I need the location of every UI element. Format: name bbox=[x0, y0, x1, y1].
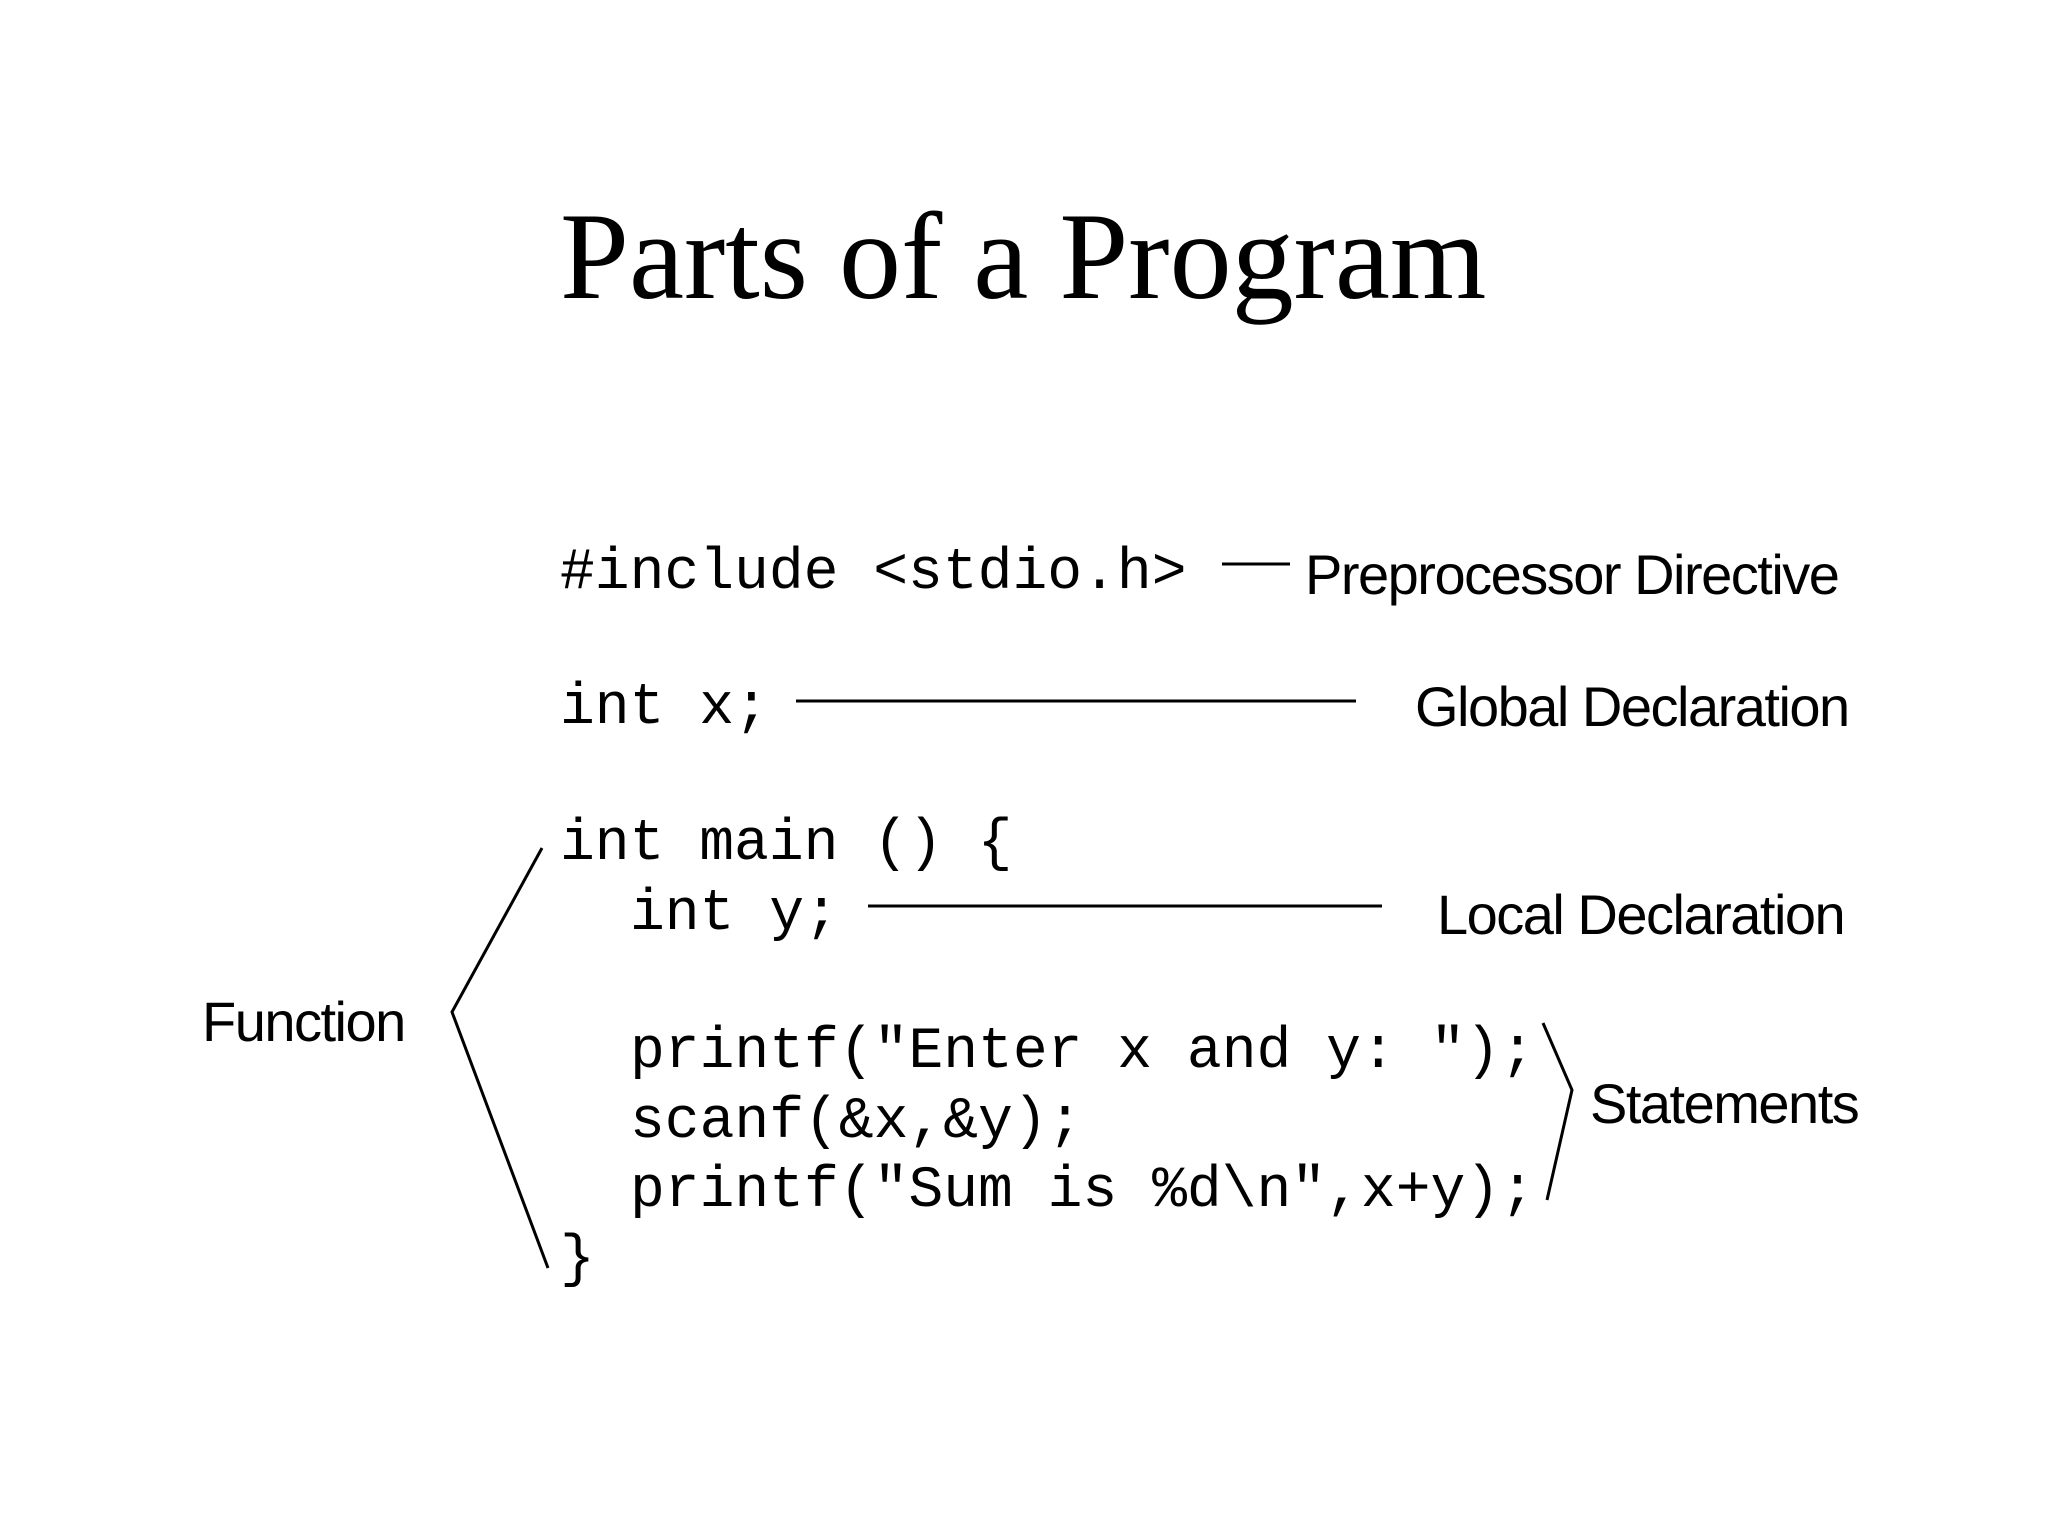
code-main-open-line: int main () { bbox=[560, 812, 1013, 877]
code-local-declaration-line: int y; bbox=[630, 882, 839, 947]
slide-title: Parts of a Program bbox=[560, 188, 1487, 325]
code-main-close-line: } bbox=[560, 1228, 595, 1293]
label-global-declaration: Global Declaration bbox=[1415, 675, 1850, 738]
code-printf-sum-line: printf("Sum is %d\n",x+y); bbox=[630, 1159, 1535, 1224]
code-printf-prompt-line: printf("Enter x and y: "); bbox=[630, 1020, 1535, 1085]
label-statements: Statements bbox=[1590, 1072, 1860, 1135]
label-preprocessor-directive: Preprocessor Directive bbox=[1305, 543, 1840, 606]
code-global-declaration-line: int x; bbox=[560, 676, 769, 741]
code-scanf-line: scanf(&x,&y); bbox=[630, 1090, 1083, 1155]
label-local-declaration: Local Declaration bbox=[1437, 883, 1846, 946]
statements-bracket bbox=[1541, 1022, 1574, 1201]
function-bracket bbox=[450, 847, 550, 1269]
label-function: Function bbox=[202, 990, 406, 1053]
code-include-line: #include <stdio.h> bbox=[560, 541, 1187, 606]
